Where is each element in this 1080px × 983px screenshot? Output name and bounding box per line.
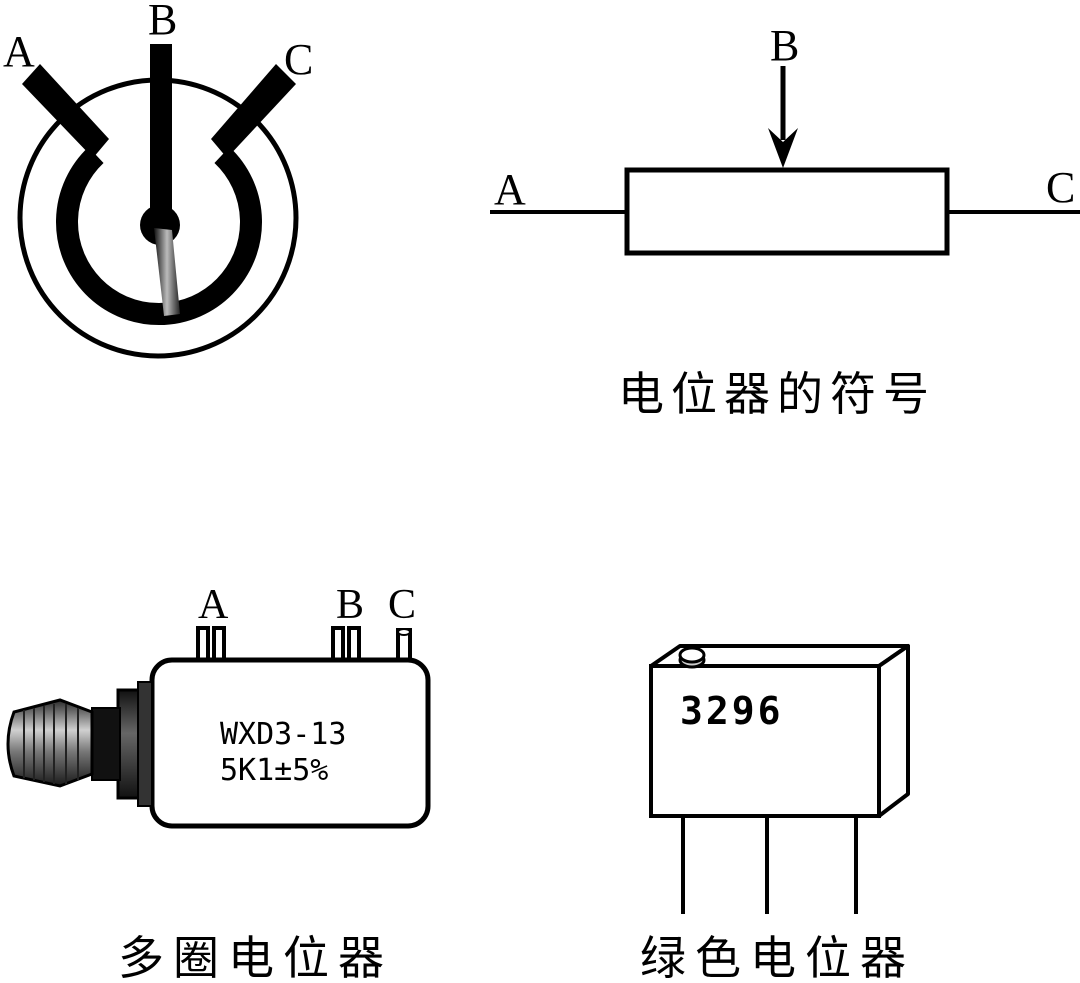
rotary-label-b: B <box>148 0 177 44</box>
trimmer-caption: 绿色电位器 <box>640 931 915 983</box>
terminal-a <box>22 64 109 158</box>
multiturn-pot-figure: A B C WXD3-13 5K1±5% 多圈电位器 <box>6 582 431 983</box>
multiturn-pin-b <box>331 626 361 664</box>
multiturn-label-c: C <box>388 582 416 628</box>
multiturn-value-text: 5K1±5% <box>220 753 328 788</box>
multiturn-pin-a <box>196 626 226 664</box>
rotary-label-c: C <box>284 35 313 84</box>
symbol-label-b: B <box>770 21 799 70</box>
trimmer-pot-figure: 3296 绿色电位器 <box>640 644 915 983</box>
symbol-caption: 电位器的符号 <box>618 367 936 421</box>
symbol-label-a: A <box>494 165 526 214</box>
wiper-arrowhead <box>768 128 798 168</box>
multiturn-label-a: A <box>198 582 229 628</box>
adjust-screw-icon <box>678 646 706 669</box>
rotary-label-a: A <box>3 27 35 76</box>
knob <box>6 698 94 788</box>
multiturn-model-text: WXD3-13 <box>220 717 346 752</box>
shaft-collar <box>91 707 121 781</box>
trimmer-side-face <box>877 644 910 818</box>
multiturn-caption: 多圈电位器 <box>118 931 393 983</box>
terminal-c <box>211 64 296 158</box>
multiturn-pin-c <box>396 628 412 664</box>
symbol-label-c: C <box>1046 163 1075 212</box>
multiturn-label-b: B <box>336 582 364 628</box>
trimmer-front-face <box>649 664 881 818</box>
wiper-contact <box>154 228 180 316</box>
knob-knurling <box>23 704 79 784</box>
terminal-b <box>150 44 172 222</box>
resistor-body <box>624 167 950 256</box>
mounting-washer <box>137 681 153 807</box>
trimmer-model-text: 3296 <box>680 689 784 733</box>
resistive-track <box>56 147 262 325</box>
pot-schematic-symbol: A B C 电位器的符号 <box>490 21 1080 421</box>
rotary-pot-figure: A B C <box>3 0 313 359</box>
